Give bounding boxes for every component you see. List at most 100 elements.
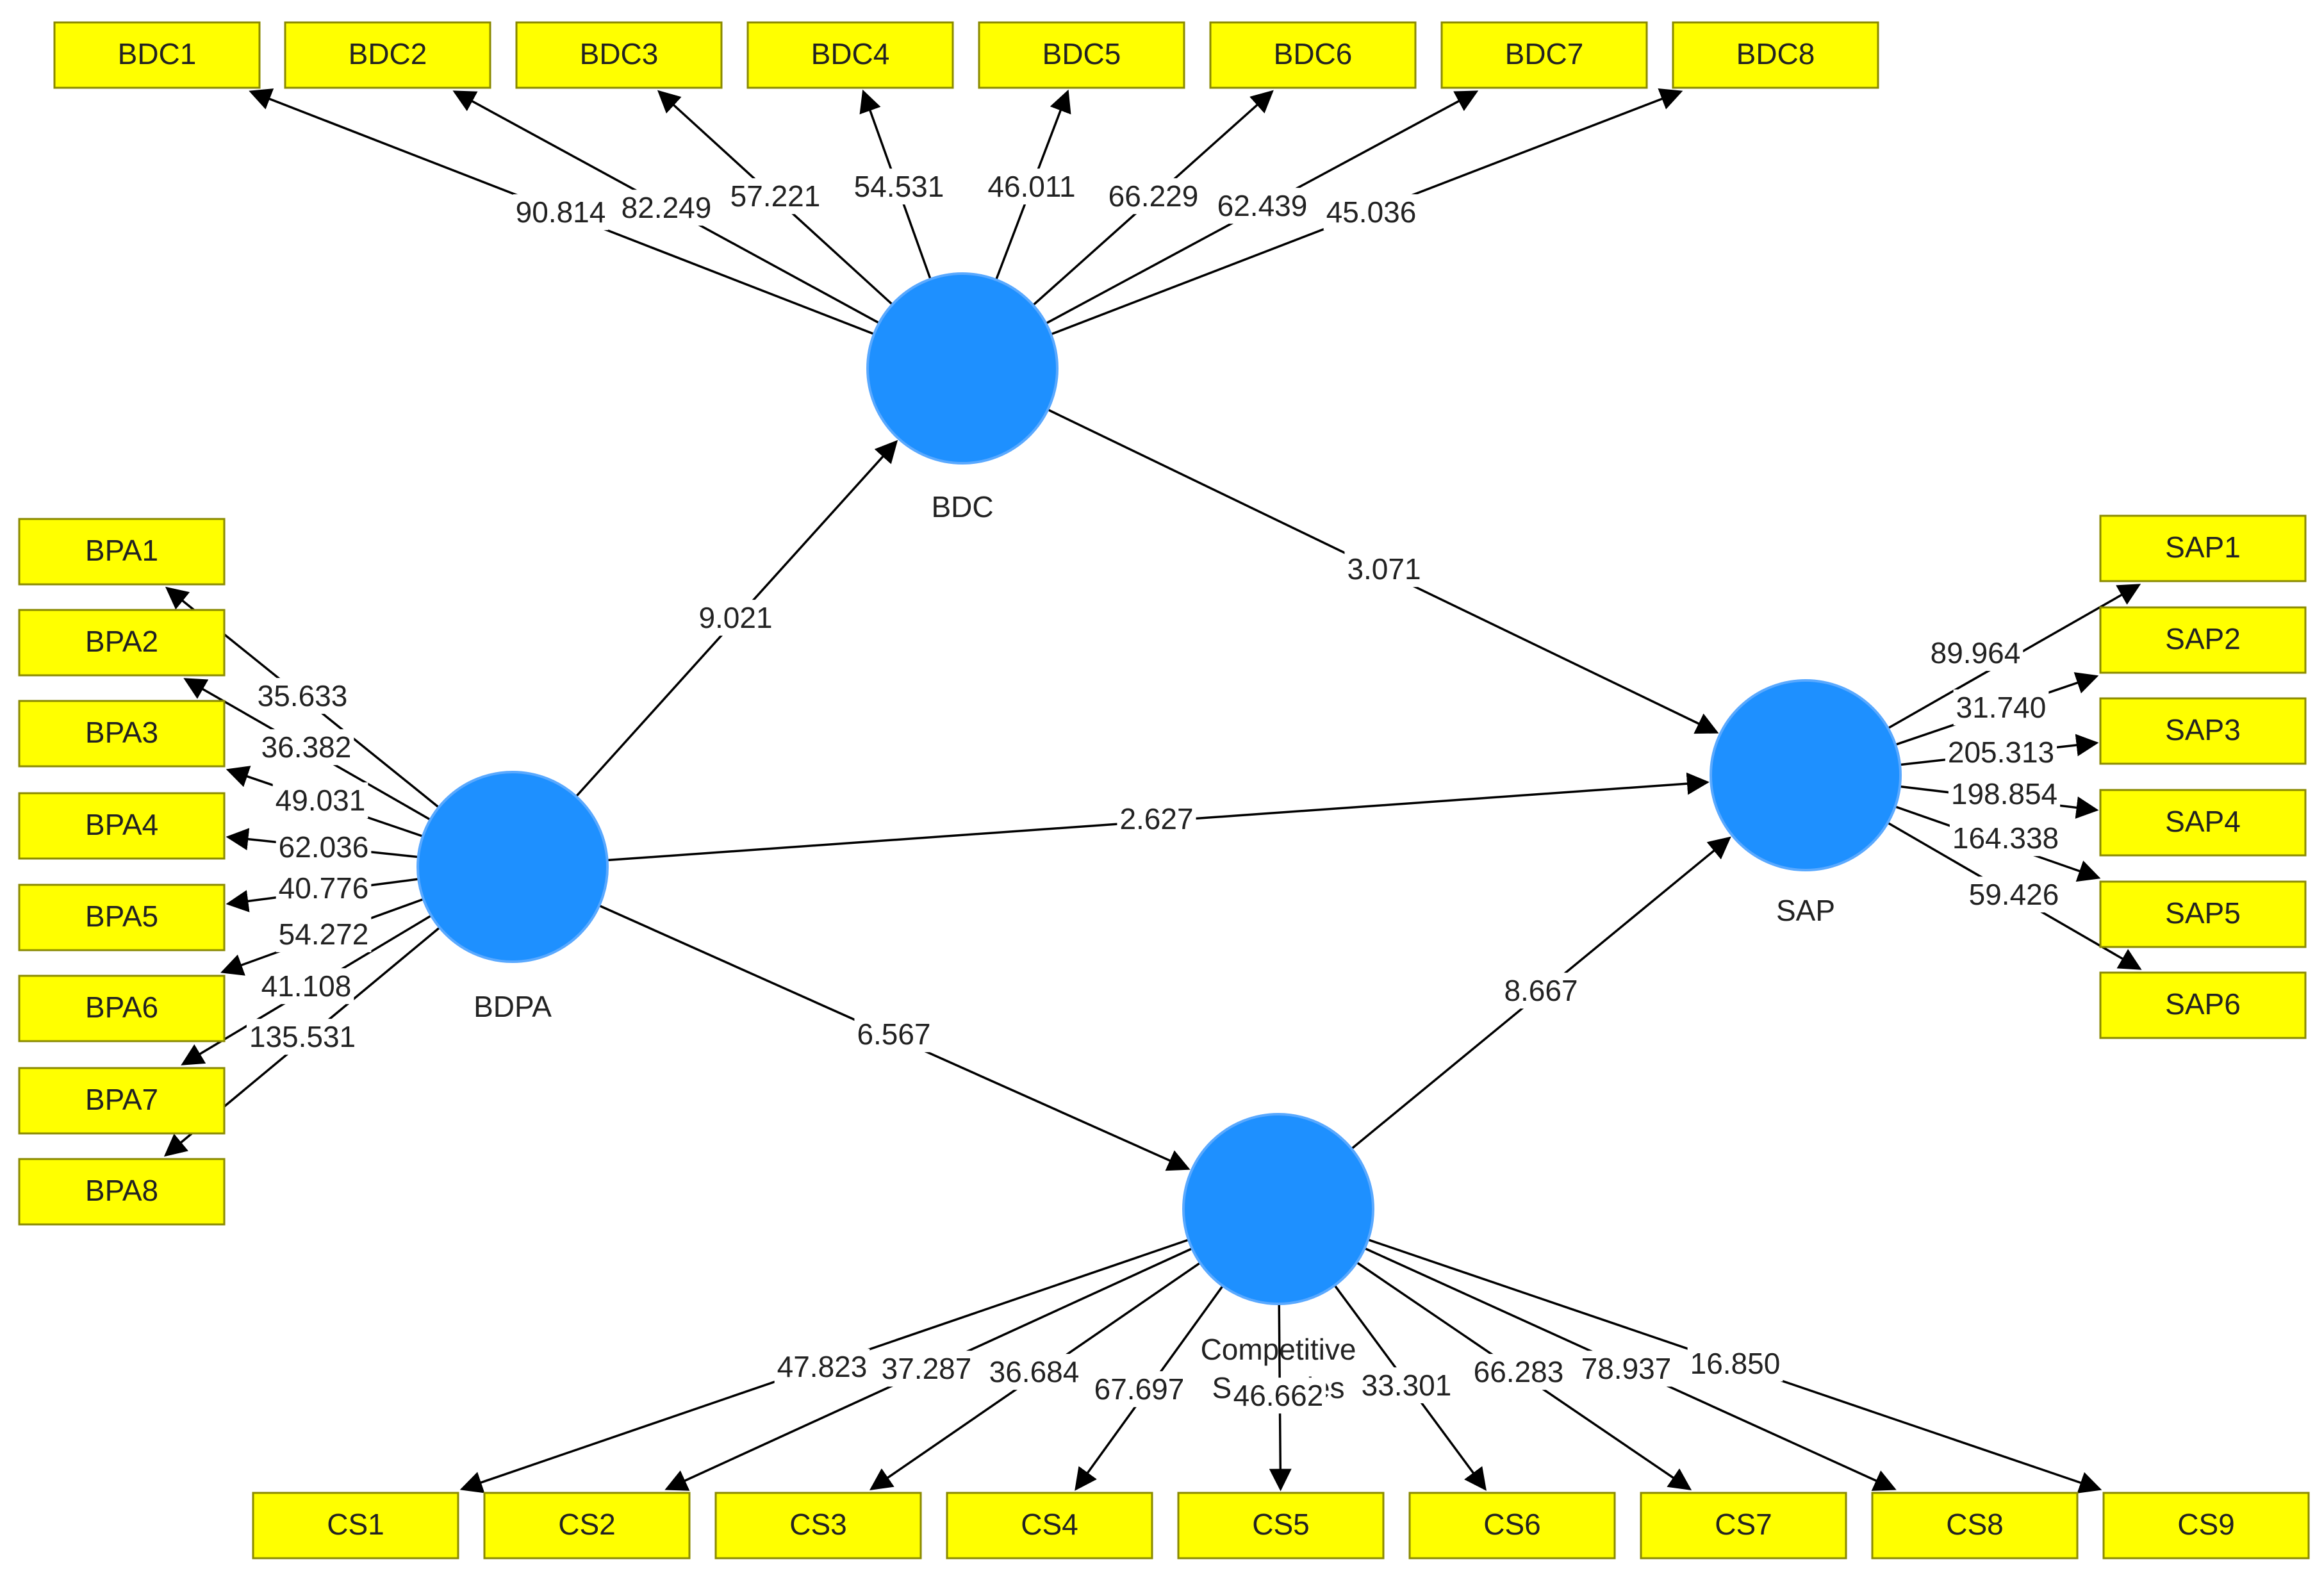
indicator-cs8[interactable]: CS8	[1871, 1492, 2079, 1559]
indicator-bpa3[interactable]: BPA3	[18, 700, 226, 768]
indicator-bpa5[interactable]: BPA5	[18, 884, 226, 951]
loading-value-sap5-bg	[1949, 820, 2062, 857]
indicator-label: SAP2	[2165, 622, 2241, 655]
indicator-sap1[interactable]: SAP1	[2099, 514, 2307, 582]
latent-bdpa[interactable]: BDPA	[416, 771, 609, 1023]
loading-value-bpa6: 54.272	[276, 916, 372, 953]
loading-value-bdc4-text: 54.531	[854, 170, 944, 203]
path-coefficient-bdpa-bdc-text: 9.021	[698, 601, 772, 634]
loading-value-cs6-bg	[1358, 1367, 1455, 1404]
loading-value-bpa3-text: 49.031	[276, 784, 366, 817]
indicator-box	[1871, 1492, 2079, 1559]
indicator-sap2[interactable]: SAP2	[2099, 606, 2307, 674]
indicator-cs4[interactable]: CS4	[946, 1492, 1153, 1559]
indicator-bpa7[interactable]: BPA7	[18, 1067, 226, 1135]
loading-value-sap6-bg	[1966, 876, 2062, 913]
indicator-label: BPA5	[85, 900, 158, 933]
loading-value-sap1-bg	[1927, 635, 2023, 671]
path-coefficient-bdpa-cs-bg	[854, 1016, 934, 1053]
loading-value-bdc7: 62.439	[1214, 188, 1310, 224]
indicator-sap3[interactable]: SAP3	[2099, 697, 2307, 765]
loading-value-bpa1-text: 35.633	[258, 679, 348, 712]
loading-value-bpa2-bg	[258, 729, 354, 766]
loading-value-cs3-text: 36.684	[989, 1355, 1080, 1388]
loading-value-bpa1: 35.633	[254, 678, 350, 714]
loading-value-bpa7-bg	[258, 968, 354, 1005]
latent-cs[interactable]: CompetitiveStrategies	[1182, 1113, 1374, 1404]
indicator-sap5[interactable]: SAP5	[2099, 880, 2307, 948]
loading-value-bdc5-bg	[985, 169, 1078, 205]
indicator-box	[18, 884, 226, 951]
indicator-box	[515, 21, 723, 89]
indicator-bpa2[interactable]: BPA2	[18, 609, 226, 677]
indicator-box	[18, 975, 226, 1042]
indicator-cs3[interactable]: CS3	[714, 1492, 922, 1559]
path-coefficient-bdc-sap-bg	[1344, 551, 1424, 588]
indicator-cs9[interactable]: CS9	[2102, 1492, 2310, 1559]
loading-value-sap6-text: 59.426	[1969, 878, 2059, 911]
indicator-bdc3[interactable]: BDC3	[515, 21, 723, 89]
indicator-label: BPA6	[85, 991, 158, 1024]
path-coefficient-cs-sap-text: 8.667	[1504, 974, 1578, 1007]
indicator-bpa8[interactable]: BPA8	[18, 1158, 226, 1226]
path-coefficient-bdpa-sap: 2.627	[1117, 801, 1196, 837]
indicator-cs2[interactable]: CS2	[483, 1492, 691, 1559]
indicator-label: BDC4	[811, 37, 890, 70]
loading-value-bpa8-bg	[246, 1019, 359, 1055]
indicator-sap4[interactable]: SAP4	[2099, 789, 2307, 857]
loading-value-cs9-bg	[1687, 1345, 1783, 1382]
indicator-bpa4[interactable]: BPA4	[18, 792, 226, 860]
indicator-cs7[interactable]: CS7	[1640, 1492, 1847, 1559]
loading-value-sap1-text: 89.964	[1931, 636, 2021, 670]
indicator-sap6[interactable]: SAP6	[2099, 971, 2307, 1039]
loading-value-bdc2: 82.249	[618, 190, 714, 226]
indicator-cs5[interactable]: CS5	[1177, 1492, 1385, 1559]
indicator-bdc2[interactable]: BDC2	[284, 21, 491, 89]
indicator-bdc8[interactable]: BDC8	[1672, 21, 1879, 89]
loading-value-sap4-bg	[1948, 776, 2061, 812]
indicator-box	[2099, 789, 2307, 857]
indicator-label: BDC1	[118, 37, 197, 70]
path-coefficient-bdpa-sap-bg	[1117, 801, 1196, 837]
loading-value-cs7-text: 66.283	[1474, 1355, 1564, 1388]
indicator-label: CS4	[1021, 1508, 1078, 1541]
indicator-bdc1[interactable]: BDC1	[53, 21, 261, 89]
loading-value-bdc3-text: 57.221	[730, 179, 821, 213]
loading-value-sap5-text: 164.338	[1952, 821, 2059, 855]
indicator-cs6[interactable]: CS6	[1408, 1492, 1616, 1559]
indicator-bdc4[interactable]: BDC4	[746, 21, 954, 89]
path-coefficient-cs-sap-bg	[1501, 973, 1581, 1009]
indicator-box	[284, 21, 491, 89]
indicator-label: CS3	[789, 1508, 846, 1541]
latent-circle	[416, 771, 609, 963]
loading-value-bpa7: 41.108	[258, 968, 354, 1005]
indicator-label: BPA3	[85, 716, 158, 749]
loading-value-bpa3: 49.031	[272, 782, 368, 819]
loading-value-cs3-bg	[986, 1354, 1082, 1390]
indicator-label: CS5	[1252, 1508, 1309, 1541]
latent-sap[interactable]: SAP	[1710, 679, 1902, 927]
loading-value-bpa4: 62.036	[276, 829, 372, 866]
loading-value-cs8-bg	[1578, 1351, 1674, 1387]
indicator-bpa1[interactable]: BPA1	[18, 518, 226, 586]
loading-value-sap5: 164.338	[1949, 820, 2062, 857]
loading-value-sap4: 198.854	[1948, 776, 2061, 812]
loading-value-bpa8: 135.531	[246, 1019, 359, 1055]
indicator-bpa6[interactable]: BPA6	[18, 975, 226, 1042]
indicator-label: BPA4	[85, 808, 158, 841]
loading-value-bpa5-text: 40.776	[279, 871, 369, 905]
indicator-bdc5[interactable]: BDC5	[978, 21, 1185, 89]
loading-value-bdc1: 90.814	[513, 194, 609, 231]
indicator-bdc6[interactable]: BDC6	[1209, 21, 1417, 89]
indicator-bdc7[interactable]: BDC7	[1440, 21, 1648, 89]
loading-value-cs8: 78.937	[1578, 1351, 1674, 1387]
latent-circle	[1182, 1113, 1374, 1305]
path-coefficient-bdpa-bdc: 9.021	[696, 600, 775, 636]
indicator-cs1[interactable]: CS1	[252, 1492, 459, 1559]
latent-bdc[interactable]: BDC	[866, 272, 1059, 523]
loading-value-cs4: 67.697	[1091, 1371, 1187, 1408]
loading-value-cs1-text: 47.823	[777, 1350, 868, 1383]
indicator-label: SAP3	[2165, 713, 2241, 746]
loading-value-bpa6-bg	[276, 916, 372, 953]
